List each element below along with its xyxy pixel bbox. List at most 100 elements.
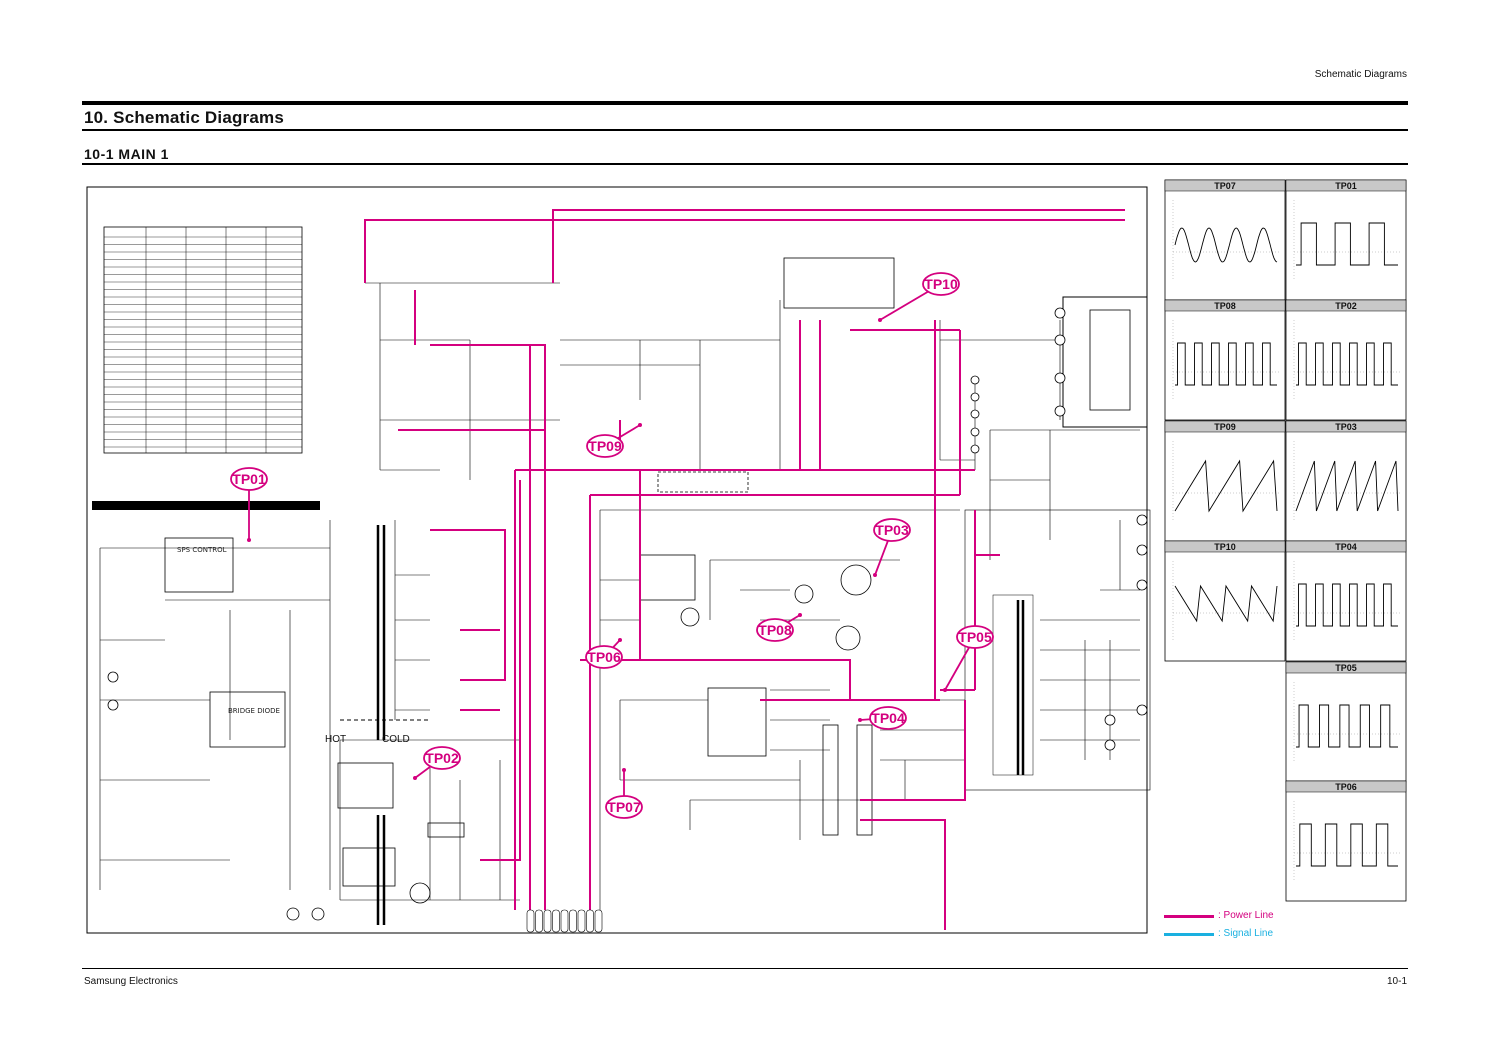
tp-label: TP04 — [871, 710, 905, 726]
right-connectors — [107, 307, 1148, 921]
tp-bubble — [586, 434, 624, 458]
waveform-panel — [1285, 299, 1407, 421]
tp-arrow-head — [873, 573, 877, 577]
footer-company: Samsung Electronics — [84, 976, 178, 987]
bottom-port — [594, 909, 603, 933]
tp-arrow-head — [943, 688, 947, 692]
page-subtitle: 10-1 MAIN 1 — [84, 146, 169, 162]
tp-label: TP06 — [587, 649, 621, 665]
tp-label: TP08 — [758, 622, 792, 638]
tp-bubble — [230, 467, 268, 491]
waveform-title-bar — [1285, 179, 1407, 192]
bottom-port — [586, 909, 594, 933]
waveform-title-bar — [1164, 299, 1286, 312]
waveform-trace — [1174, 584, 1278, 623]
waveform-trace — [1296, 583, 1398, 627]
waveform-title-bar — [1285, 780, 1407, 793]
tp-label: TP10 — [924, 276, 958, 292]
waveform-title: TP08 — [1214, 301, 1236, 311]
waveform-trace — [1296, 823, 1398, 867]
header-section-title: Schematic Diagrams — [1314, 69, 1407, 80]
tp-arrow-head — [878, 318, 882, 322]
waveform-title: TP01 — [1335, 181, 1357, 191]
transformer — [376, 525, 1025, 925]
waveform-title-bar — [1285, 661, 1407, 674]
waveform-trace — [1174, 227, 1278, 263]
tp-bubble — [423, 746, 461, 770]
tp-arrow-head — [858, 718, 862, 722]
waveform-trace — [1296, 342, 1398, 386]
waveform-title-bar — [1164, 540, 1286, 553]
waveform-panel — [1285, 780, 1407, 902]
bottom-port — [526, 909, 535, 933]
bottom-port — [560, 909, 569, 933]
waveform-trace — [1296, 704, 1398, 748]
waveform-panel — [1285, 179, 1407, 301]
schematic-frame — [86, 186, 1148, 934]
tp-label: TP09 — [588, 438, 622, 454]
waveform-title: TP03 — [1335, 422, 1357, 432]
signal-wires — [99, 282, 1140, 910]
header-rule-mid — [82, 129, 1408, 131]
waveform-title-bar — [1285, 420, 1407, 433]
legend-power-swatch — [1164, 915, 1214, 918]
tp-arrow-head — [638, 423, 642, 427]
waveform-title: TP06 — [1335, 782, 1357, 792]
footer-rule — [82, 968, 1408, 969]
bottom-port — [543, 909, 552, 933]
tp-label: TP02 — [425, 750, 459, 766]
waveform-panel — [1285, 540, 1407, 662]
tp-arrow-head — [247, 538, 251, 542]
waveform-title: TP04 — [1335, 542, 1357, 552]
tp-label: TP07 — [607, 799, 641, 815]
waveform-trace — [1175, 342, 1277, 386]
tp-arrow-head — [618, 638, 622, 642]
tp-label: TP01 — [232, 471, 266, 487]
tp-arrow-head — [798, 613, 802, 617]
waveform-title: TP07 — [1214, 181, 1236, 191]
bottom-port — [552, 909, 560, 933]
waveform-panel — [1164, 540, 1286, 662]
hot-label: HOT — [325, 734, 346, 745]
tp-bubble — [756, 618, 794, 642]
waveform-title: TP10 — [1214, 542, 1236, 552]
tp-bubble — [869, 706, 907, 730]
legend-signal-swatch — [1164, 933, 1214, 936]
bottom-port — [569, 909, 577, 933]
waveform-trace — [1174, 459, 1278, 513]
tp-label: TP03 — [875, 522, 909, 538]
tp-bubble — [956, 625, 994, 649]
power-lines — [364, 209, 1125, 930]
header-rule-bottom — [82, 163, 1408, 165]
sps-control-label: SPS CONTROL — [177, 546, 227, 554]
waveform-title-bar — [1285, 540, 1407, 553]
tp-label: TP05 — [958, 629, 992, 645]
waveform-title-bar — [1164, 179, 1286, 192]
waveform-trace — [1295, 460, 1399, 512]
legend-signal-label: : Signal Line — [1218, 928, 1274, 939]
waveform-panel — [1285, 661, 1407, 783]
bottom-connectors — [526, 909, 603, 933]
bottom-port — [535, 909, 543, 933]
component-blocks — [164, 257, 1151, 904]
bottom-port — [577, 909, 586, 933]
bridge-diode-label: BRIDGE DIODE — [228, 707, 280, 715]
waveform-title: TP02 — [1335, 301, 1357, 311]
cold-label: COLD — [382, 734, 410, 745]
legend-power-label: : Power Line — [1218, 910, 1274, 921]
tp-bubble — [585, 645, 623, 669]
page-title: 10. Schematic Diagrams — [84, 108, 284, 127]
waveform-panel — [1164, 420, 1286, 542]
waveform-title: TP05 — [1335, 663, 1357, 673]
divider-bar — [92, 501, 320, 510]
header-rule-top — [82, 101, 1408, 105]
waveform-title-bar — [1285, 299, 1407, 312]
connector-block — [1062, 296, 1148, 428]
waveform-panel — [1164, 299, 1286, 421]
tp-bubble — [605, 795, 643, 819]
tp-arrow-head — [413, 776, 417, 780]
waveform-title: TP09 — [1214, 422, 1236, 432]
